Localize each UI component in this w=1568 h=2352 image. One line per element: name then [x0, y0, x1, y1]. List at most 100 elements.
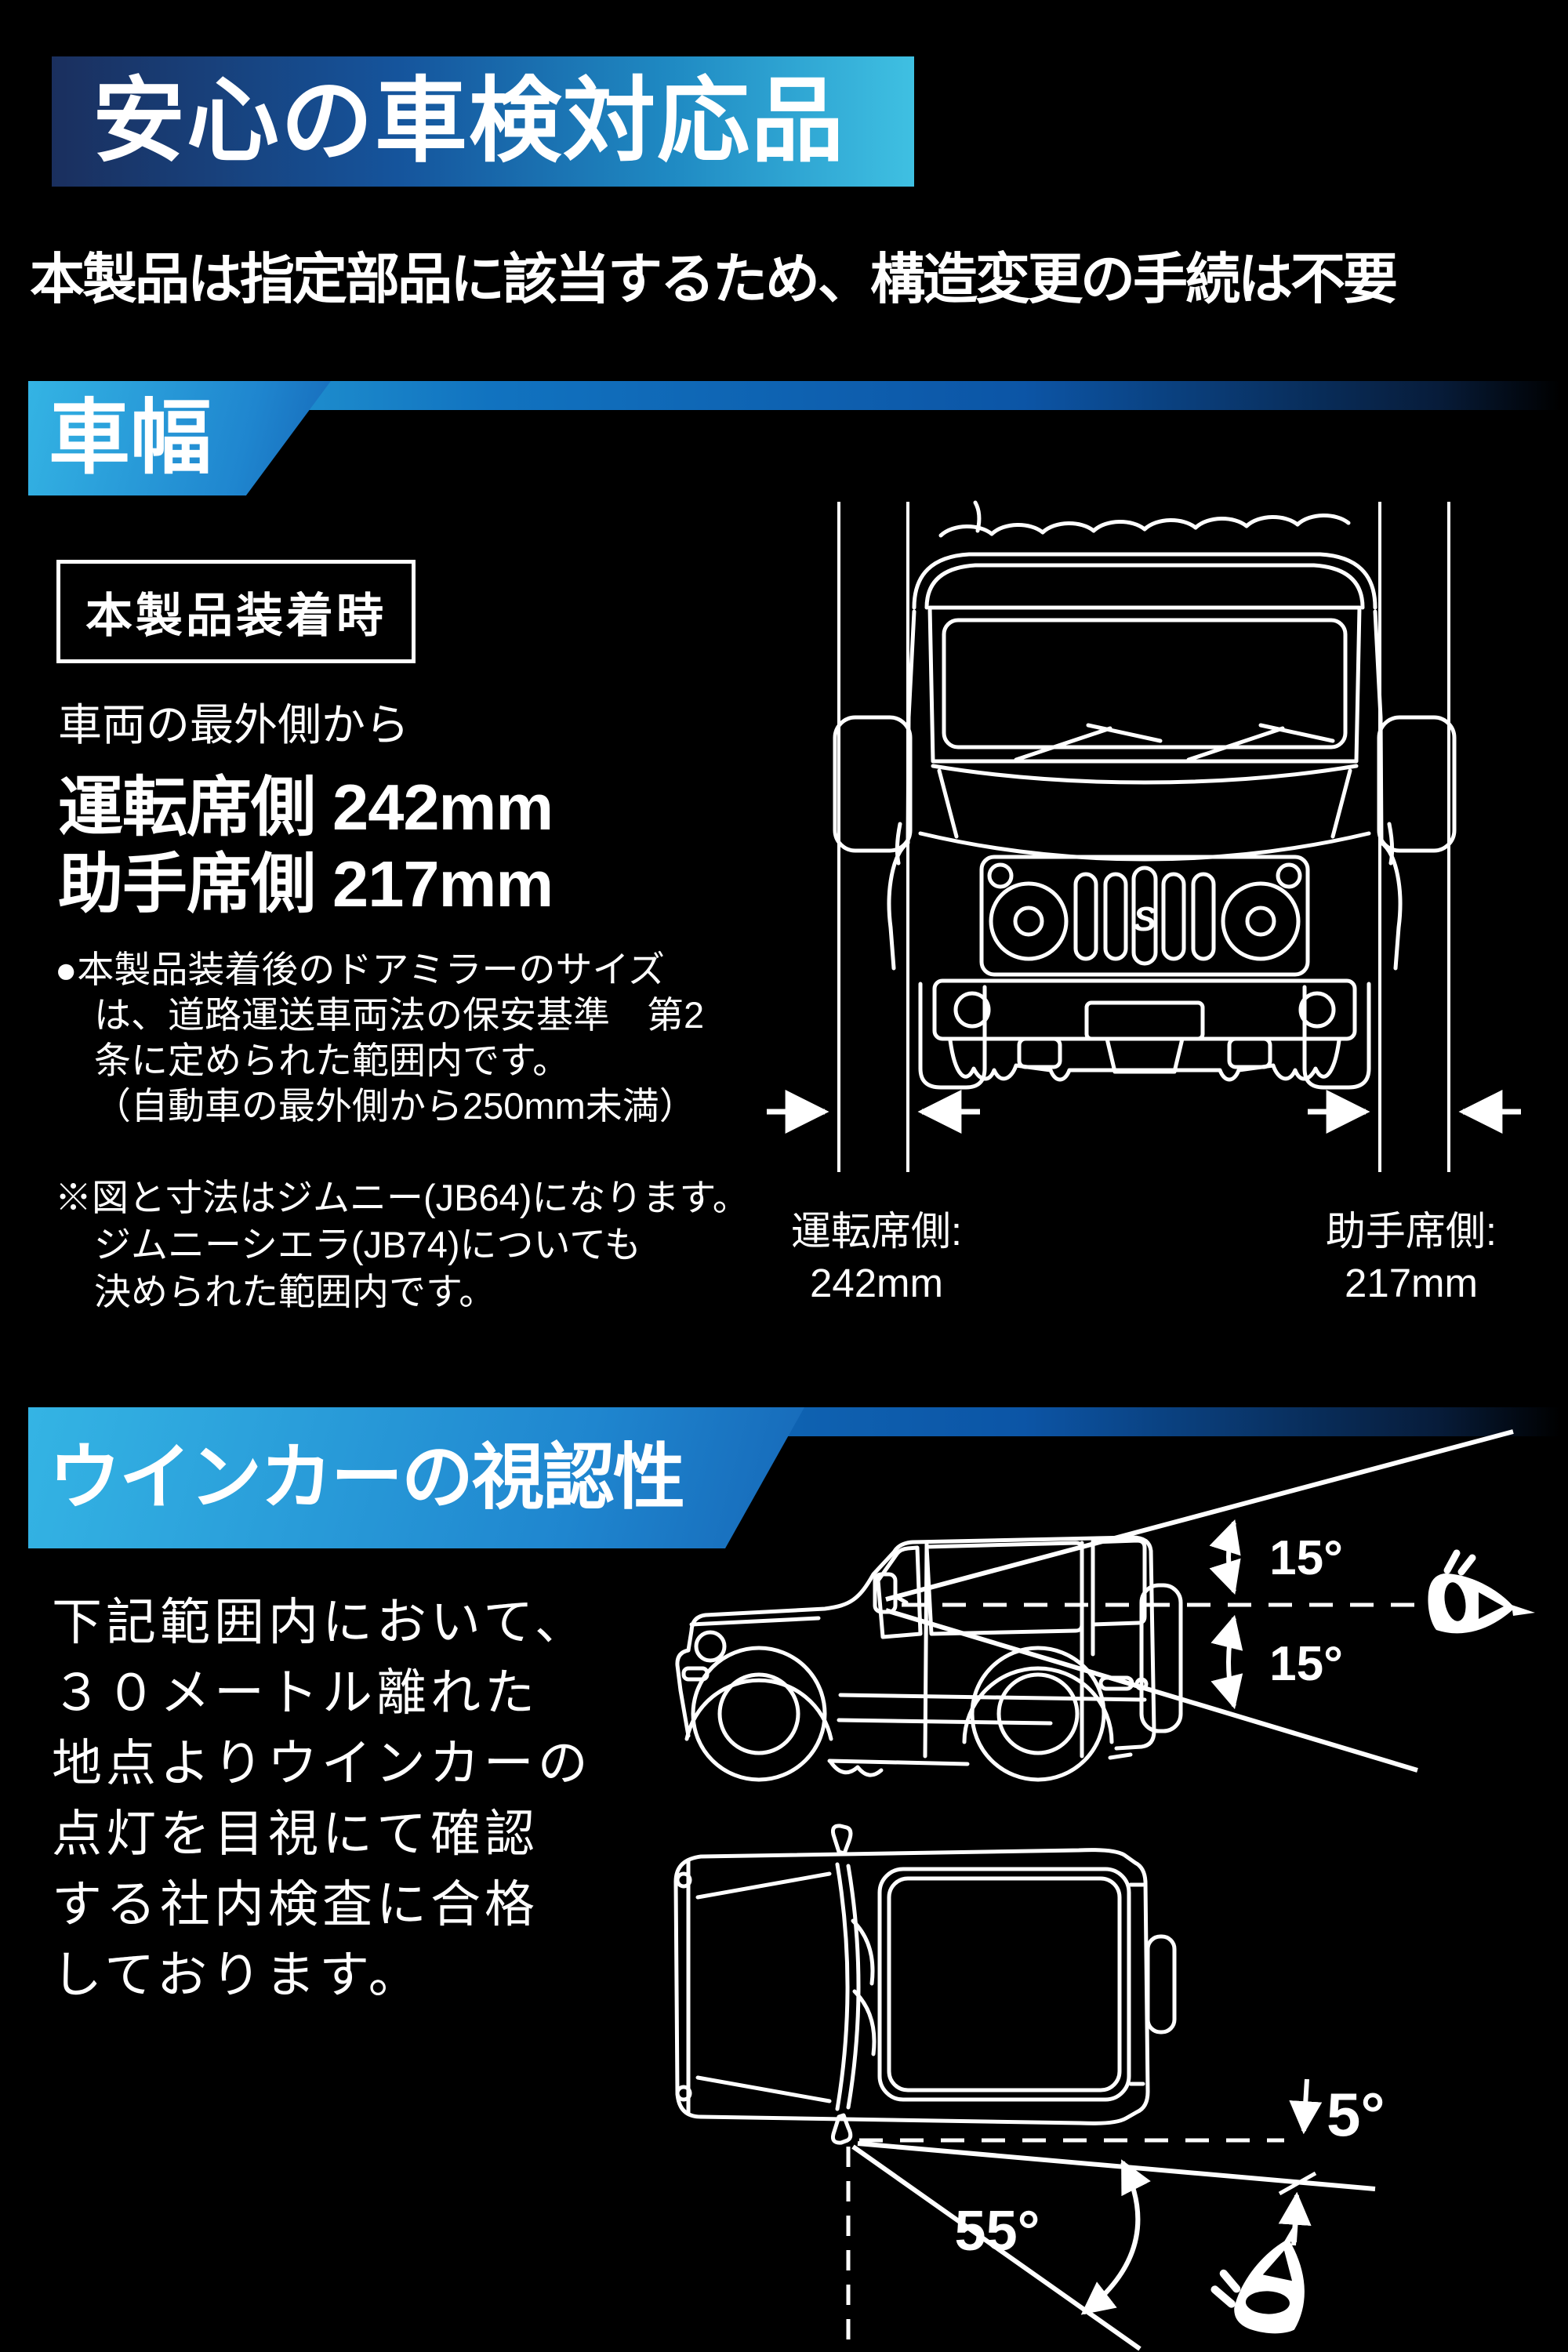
upper-angle-line — [885, 1429, 1514, 1602]
grille-slot — [1191, 872, 1216, 961]
turn-signal-right — [1276, 862, 1302, 889]
door-window — [924, 1541, 1084, 1636]
turn-signal-side — [681, 1666, 710, 1682]
lower-angle-line — [885, 1608, 1418, 1773]
angle-label-lower: 15° — [1269, 1637, 1343, 1691]
front-driver-label: 運転席側: 242mm — [720, 1206, 1033, 1309]
blinker-line: 点灯を目視にて確認 — [52, 1806, 539, 1862]
visibility-angle-construction: 15° 15° — [885, 1429, 1535, 1773]
spare-tire-top — [1145, 1934, 1177, 2034]
top-angle-construction: 5° 55° — [846, 2078, 1385, 2351]
spare-tire-side — [1139, 1583, 1183, 1733]
mirror-top-far — [830, 1824, 853, 1856]
blinker-line: する社内検査に合格 — [52, 1876, 539, 1933]
headlight-right — [1221, 881, 1301, 961]
rear-wheel — [970, 1646, 1106, 1782]
front-view-diagram: S — [753, 482, 1537, 1196]
angle-label-upper: 15° — [1269, 1531, 1343, 1585]
grille-slot — [1073, 872, 1098, 961]
section-title-blinker: ウインカーの視認性 — [49, 1438, 685, 1518]
hood-edge — [918, 831, 1371, 862]
rear-fender-flare — [962, 1666, 1114, 1744]
note-line: 条に定められた範囲内です。 — [94, 1040, 570, 1081]
model-remark: ※図と寸法はジムニー(JB64)になります。 ジムニーシエラ(JB74)について… — [55, 1174, 750, 1316]
windshield-top — [835, 1862, 861, 2111]
door-mirror-left — [833, 715, 913, 853]
blinker-line: ３０メートル離れた — [52, 1664, 539, 1721]
grille-slot — [1161, 872, 1186, 961]
eye-icon-top — [1210, 2217, 1305, 2334]
blinker-line: しております。 — [52, 1947, 423, 2003]
blinker-description: 下記範囲内において、 ３０メートル離れた 地点よりウインカーの 点灯を目視にて確… — [52, 1587, 592, 2010]
fiftyfive-arc — [1080, 2159, 1151, 2315]
installed-badge-label: 本製品装着時 — [85, 589, 387, 642]
top-view-car-drawing: 5° 55° — [673, 1824, 1385, 2351]
section-banner-blinker: ウインカーの視認性 — [28, 1407, 804, 1548]
roof — [912, 552, 1377, 610]
top-view-diagram: 5° 55° — [643, 1819, 1568, 2352]
front-wheel — [691, 1646, 827, 1782]
wiper-left — [1014, 723, 1163, 762]
jimny-front-outline — [833, 500, 1457, 1090]
jimny-side-outline — [675, 1535, 1183, 1782]
blinker-line: 下記範囲内において、 — [52, 1594, 589, 1650]
section-title-width: 車幅 — [49, 393, 212, 484]
front-tires — [918, 982, 1371, 1090]
grille — [979, 855, 1310, 977]
front-fender-flare — [684, 1678, 833, 1741]
side-mirror — [873, 1572, 898, 1614]
blinker-line: 地点よりウインカーの — [52, 1735, 592, 1791]
grille-slot-logo — [1131, 866, 1158, 966]
hood-creases — [695, 1871, 832, 2103]
cowl-line — [931, 764, 1359, 785]
upper-angle-arc — [1209, 1519, 1241, 1595]
turn-signal-left — [987, 862, 1014, 889]
fog-light-right — [1298, 991, 1336, 1029]
remark-line: ※図と寸法はジムニー(JB64)になります。 — [55, 1177, 750, 1218]
tow-hook-left — [1017, 1036, 1062, 1069]
angle-label-fiftyfive: 55° — [955, 2200, 1040, 2263]
note-line: ●本製品装着後のドアミラーのサイズ — [55, 949, 666, 990]
side-view-car-drawing: 15° 15° — [675, 1429, 1535, 1782]
regulation-note: ●本製品装着後のドアミラーのサイズ は、道路運送車両法の保安基準 第2 条に定め… — [55, 947, 704, 1129]
page-title: 安心の車検対応品 — [93, 70, 846, 173]
note-line: （自動車の最外側から250mm未満） — [94, 1085, 696, 1127]
front-driver-side: 運転席側: — [790, 1209, 963, 1254]
wipers-top — [851, 1918, 877, 2056]
side-view-diagram: 15° 15° — [643, 1419, 1568, 2031]
headlight-side — [694, 1630, 727, 1663]
section-banner-width: 車幅 — [28, 381, 331, 495]
fog-light-left — [953, 991, 991, 1029]
remark-line: ジムニーシエラ(JB74)についても — [94, 1224, 641, 1265]
passenger-side-dimension: 助手席側 217mm — [58, 848, 554, 920]
angle-label-five: 5° — [1327, 2080, 1385, 2149]
rear-window — [1091, 1538, 1147, 1627]
under-body-line — [948, 1038, 1341, 1082]
suzuki-logo: S — [1133, 900, 1156, 938]
front-passenger-side: 助手席側: — [1325, 1209, 1497, 1254]
front-passenger-label: 助手席側: 217mm — [1254, 1206, 1568, 1309]
mirror-top-near — [831, 2113, 853, 2145]
front-corner-lamp — [675, 1871, 692, 1889]
header-subtitle: 本製品は指定部品に該当するため、構造変更の手続は不要 — [30, 249, 1398, 310]
roof-panel — [877, 1867, 1131, 2102]
headlight-left — [989, 881, 1069, 961]
driver-side-dimension: 運転席側 242mm — [58, 771, 554, 844]
body-sides — [906, 609, 1384, 845]
lower-angle-arc — [1210, 1614, 1243, 1710]
roof-drip-rail — [938, 514, 1351, 538]
gap-tick — [1278, 2171, 1317, 2196]
fiftyfive-degree-line — [851, 2144, 1142, 2351]
front-passenger-value: 217mm — [1344, 1261, 1479, 1305]
front-corner-lamp — [675, 2085, 692, 2102]
windshield-glass — [942, 618, 1348, 750]
door-mirror-right — [1377, 715, 1457, 853]
front-view-car-drawing: S — [767, 500, 1521, 1172]
fender-flares — [887, 840, 1403, 971]
header-banner: 安心の車検対応品 — [52, 56, 914, 187]
grille-slot — [1103, 872, 1128, 961]
remark-line: 決められた範囲内です。 — [94, 1271, 496, 1312]
windshield-frame — [927, 605, 1362, 764]
jimny-top-outline — [673, 1824, 1177, 2145]
